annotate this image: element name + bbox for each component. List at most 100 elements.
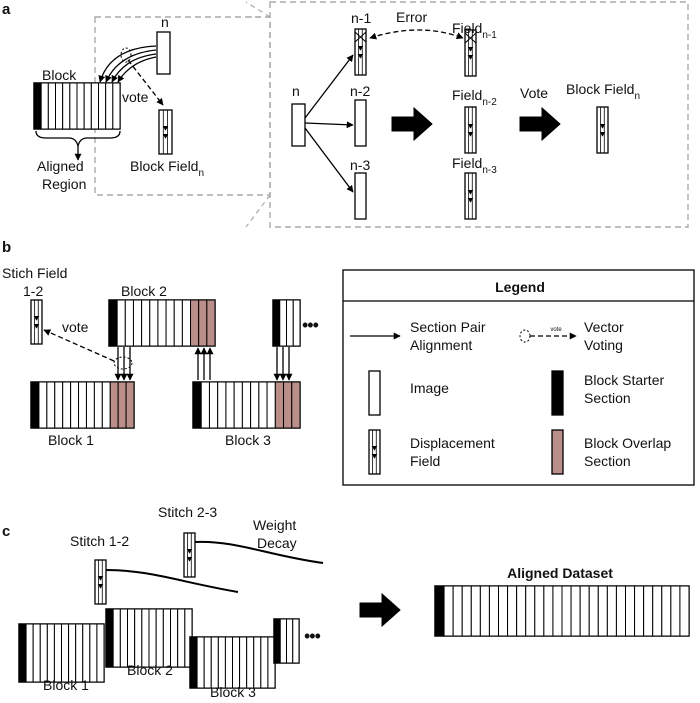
vote-label-b: vote — [62, 319, 89, 335]
stitch-field-2-3-tick-1 — [186, 548, 193, 554]
aligned-dataset-block-section-14 — [561, 585, 572, 637]
legend-displacement-2: Field — [410, 453, 440, 469]
block-3-label-b: Block 3 — [225, 432, 271, 448]
stitch-1-2-label: Stitch 1-2 — [70, 533, 129, 549]
panel-a-inset-dashed-box — [269, 1, 689, 228]
inset-field-n1-src-error-cross — [354, 31, 367, 43]
block-a-section-6 — [76, 82, 85, 130]
block-1-c-section-6 — [61, 623, 70, 683]
field-n2-frame — [464, 106, 477, 154]
block-3-b-section-2 — [208, 381, 219, 429]
block-1-c-section-7 — [68, 623, 77, 683]
legend-displacement-1: Displacement — [410, 435, 495, 451]
aligned-dataset-block-section-4 — [470, 585, 481, 637]
panel-c-label: c — [2, 523, 10, 540]
block-3-b-section-0 — [192, 381, 202, 429]
field-n2 — [464, 106, 477, 154]
block-3-c-section-1 — [196, 636, 205, 689]
block-2-b-section-2 — [124, 299, 134, 347]
stitch-2-3-label: Stitch 2-3 — [158, 504, 217, 520]
legend-block-starter-2: Section — [584, 390, 631, 406]
block-1-b-section-6 — [78, 381, 87, 429]
field-n2-tick-1 — [467, 123, 474, 129]
inset-section-n3 — [354, 172, 367, 220]
aligned-dataset-block-section-7 — [498, 585, 509, 637]
inset-field-n1-src-tick-1 — [357, 45, 364, 51]
block-3-c-section-3 — [210, 636, 219, 689]
block-2-b-section-4 — [141, 299, 151, 347]
block-a-section-1 — [40, 82, 49, 130]
block-1-c-section-2 — [32, 623, 41, 683]
vote-ellipse-b — [113, 356, 133, 370]
aligned-dataset-block-section-25 — [661, 585, 672, 637]
block-label: Block — [42, 67, 77, 83]
field-n3-tick-1 — [467, 189, 474, 195]
block-a-section-3 — [55, 82, 64, 130]
block-1-label-c: Block 1 — [43, 677, 89, 693]
aligned-dataset-block-section-24 — [652, 585, 663, 637]
legend-overlap-icon — [551, 429, 564, 475]
vote-curve-1 — [98, 45, 157, 83]
block-extra-b-section-2 — [286, 299, 294, 347]
inset-block-field — [596, 106, 609, 154]
stich-field-label-1: Stich Field — [2, 265, 67, 281]
block-1-b-section-10 — [109, 381, 119, 429]
aligned-region-label-2: Region — [42, 176, 86, 192]
block-1-b-section-7 — [85, 381, 95, 429]
block-3-c — [189, 636, 276, 689]
block-extra-c-section-3 — [292, 618, 300, 664]
block-2-c-section-0 — [105, 608, 114, 668]
aligned-dataset-block-section-9 — [516, 585, 527, 637]
block-1-b-section-12 — [125, 381, 135, 429]
aligned-dataset-block-section-5 — [479, 585, 490, 637]
field-n1 — [464, 29, 477, 77]
block-3-b-section-3 — [217, 381, 227, 429]
aligned-dataset-block-section-12 — [543, 585, 554, 637]
big-arrow-c — [359, 592, 401, 628]
stitch-field-1-2 — [94, 559, 107, 605]
stich-field-b-tick-1 — [33, 315, 40, 321]
block-3-c-section-0 — [189, 636, 198, 689]
stitch-field-2-3-frame — [183, 532, 196, 578]
block-extra-c — [273, 618, 300, 664]
block-2-c-section-3 — [127, 608, 136, 668]
legend-starter-icon — [551, 370, 564, 416]
block-2-c — [105, 608, 193, 668]
block-2-b-section-7 — [165, 299, 175, 347]
legend-image-icon — [368, 370, 381, 416]
inset-field-n1-src-tick-2 — [357, 53, 364, 59]
inset-arrow-n3 — [304, 127, 354, 193]
aligned-dataset-block-section-17 — [588, 585, 599, 637]
block-1-b-section-9 — [101, 381, 111, 429]
diagram-shapes — [18, 1, 695, 689]
field-n3-frame — [464, 172, 477, 220]
block-2-c-section-7 — [155, 608, 164, 668]
vote-curve-4 — [117, 56, 157, 83]
block-1-b-section-4 — [62, 381, 72, 429]
stich-field-b-frame — [30, 299, 43, 345]
legend-title: Legend — [495, 279, 545, 295]
block-extra-c-section-2 — [286, 618, 294, 664]
weight-decay-curve-2 — [194, 540, 324, 564]
block-3-label-c: Block 3 — [210, 684, 256, 700]
vote-label-a: vote — [122, 89, 149, 105]
legend-vector-voting-1: Vector — [584, 319, 624, 335]
legend-box — [342, 269, 695, 486]
block-a — [33, 82, 121, 130]
aligned-dataset-block-section-22 — [634, 585, 645, 637]
stitch-field-2-3-tick-2 — [186, 556, 193, 562]
inset-block-field-label: Block Fieldn — [566, 81, 640, 102]
block-2-b — [108, 299, 216, 347]
field-n2-tick-2 — [467, 131, 474, 137]
block-3-c-section-9 — [253, 636, 262, 689]
block-2-b-section-8 — [173, 299, 183, 347]
field-n3 — [464, 172, 477, 220]
inset-field-n1-src-frame — [354, 28, 367, 76]
block-2-c-section-6 — [148, 608, 157, 668]
vote-arrow-b — [43, 329, 115, 362]
field-n3-label: Fieldn-3 — [452, 155, 497, 176]
inset-block-field-frame — [596, 106, 609, 154]
block-extra-c-section-0 — [273, 618, 281, 664]
block-extra-b — [272, 299, 301, 347]
block-3-b-section-10 — [274, 381, 285, 429]
